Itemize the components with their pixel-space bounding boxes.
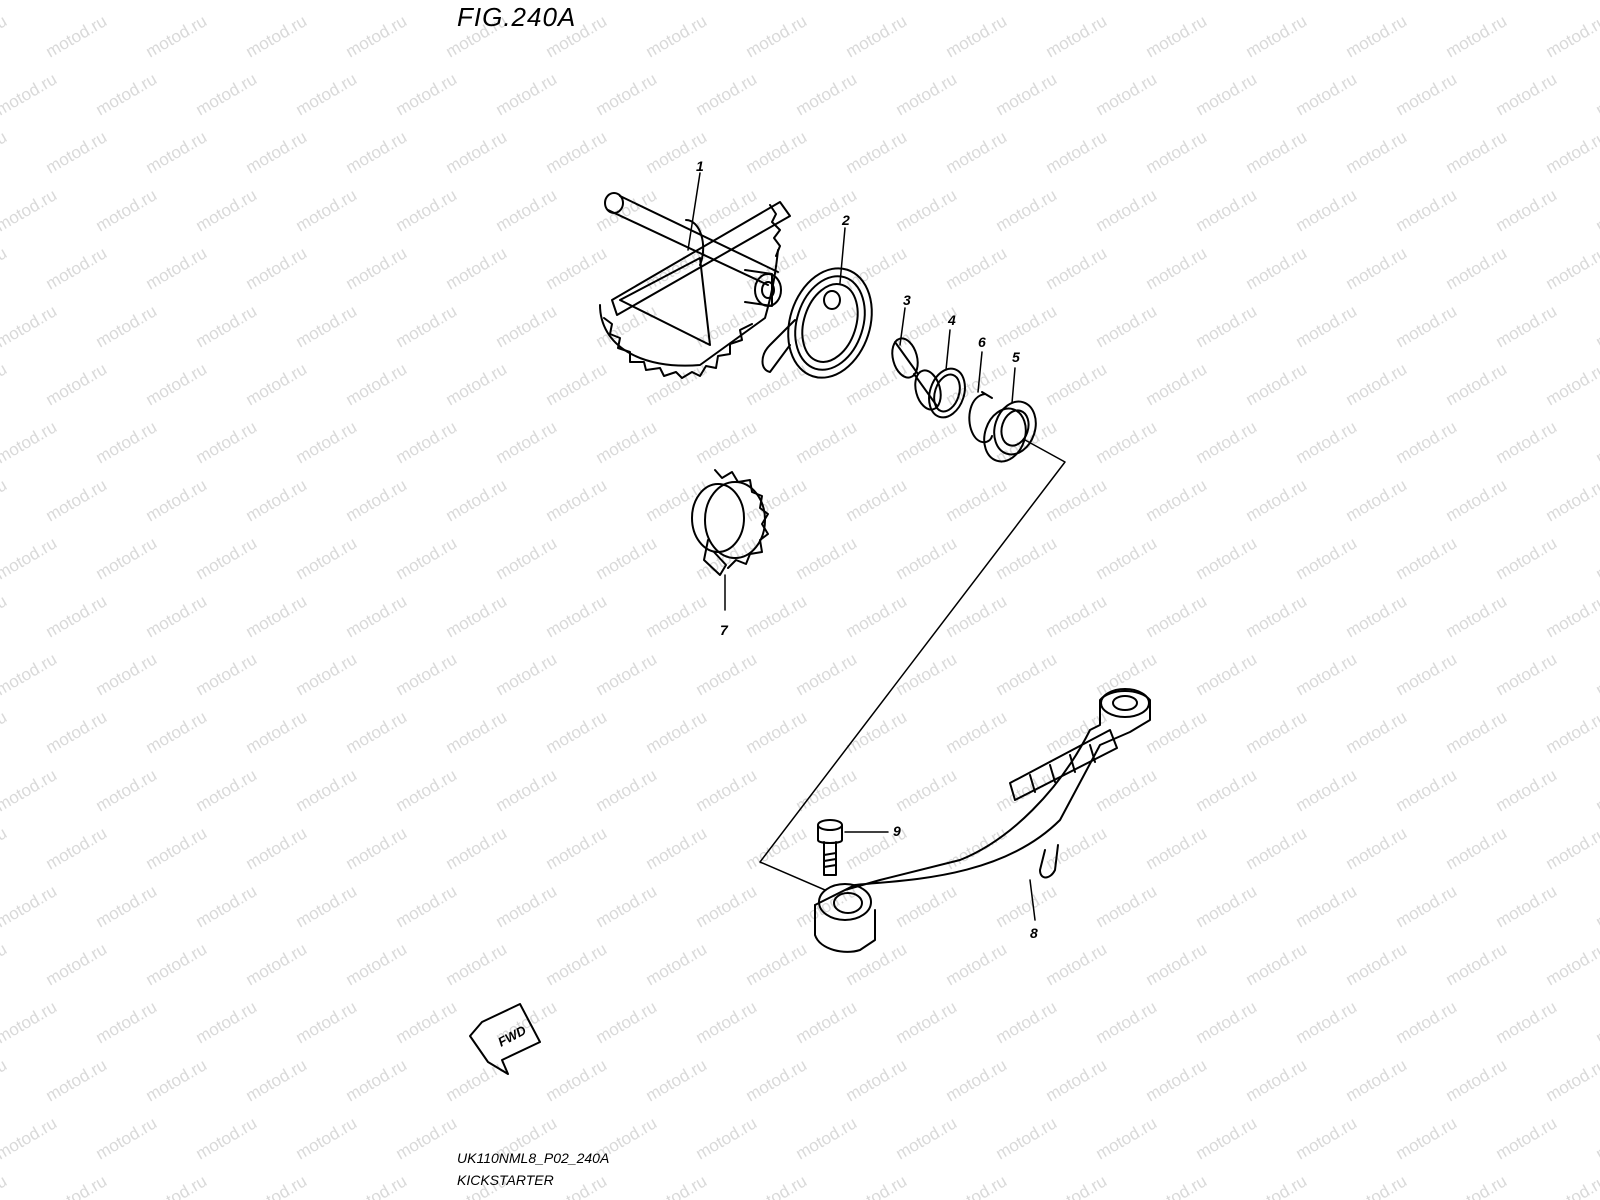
callout-1: 1	[696, 158, 704, 174]
bolt	[817, 819, 843, 876]
watermark-text: motod.ru	[0, 1171, 10, 1200]
fwd-arrow-icon	[469, 1003, 541, 1075]
callout-8: 8	[1030, 925, 1038, 941]
callout-6: 6	[978, 334, 986, 350]
figure-title: FIG.240A	[457, 2, 577, 32]
assembly-guide-line	[759, 439, 1066, 891]
callout-3: 3	[903, 292, 911, 308]
callout-4: 4	[948, 312, 956, 328]
leader-lines	[687, 172, 1036, 921]
oil-seal	[983, 400, 1037, 463]
kick-starter-lever	[814, 688, 1151, 953]
kick-starter-shaft-gear	[599, 192, 791, 379]
spring-guide-bushing	[891, 337, 942, 411]
washer	[928, 367, 966, 419]
callout-9: 9	[893, 823, 901, 839]
callout-2: 2	[842, 212, 850, 228]
circlip	[968, 391, 993, 444]
figure-name: KICKSTARTER	[457, 1172, 554, 1188]
kick-starter-idle-gear	[691, 469, 769, 576]
callout-7: 7	[720, 622, 728, 638]
kick-starter-return-spring	[761, 267, 873, 379]
fwd-label: FWD	[495, 1022, 529, 1049]
callout-5: 5	[1012, 349, 1020, 365]
figure-code: UK110NML8_P02_240A	[457, 1150, 610, 1166]
